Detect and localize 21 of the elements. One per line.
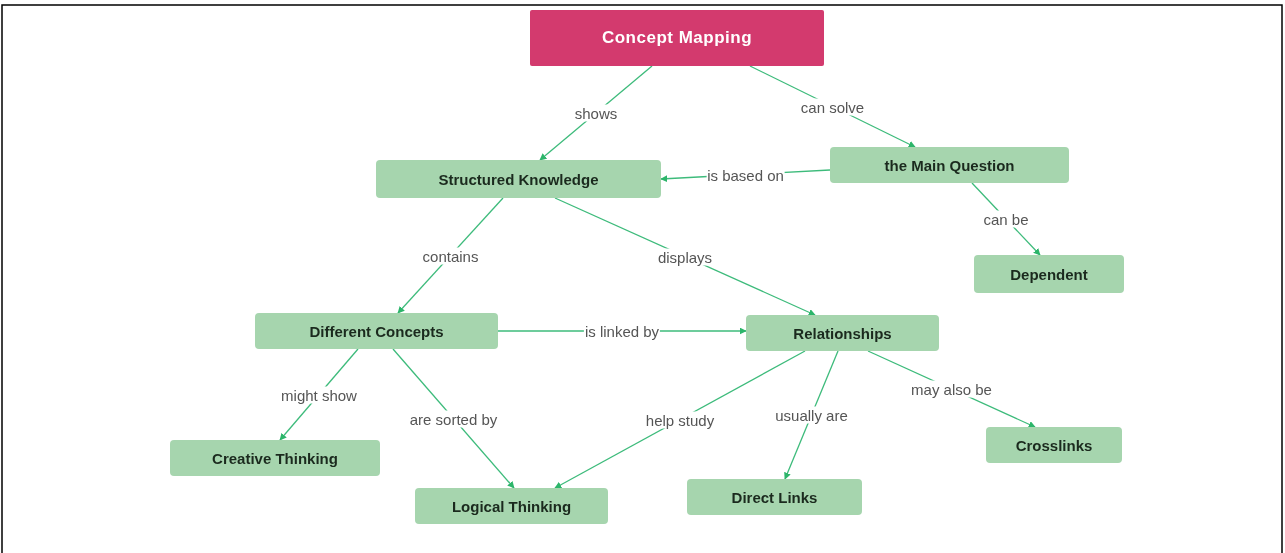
edge-label: shows (573, 104, 619, 122)
edge-label: contains (421, 247, 480, 264)
edge-label: can be (982, 210, 1030, 228)
edge-label: displays (656, 248, 714, 265)
edge-label: might show (280, 386, 358, 403)
edge-label: usually are (774, 406, 849, 424)
concept-box: the Main Question (830, 147, 1069, 183)
edge-label: help study (644, 411, 716, 428)
edge-label: are sorted by (408, 410, 499, 427)
arrow (392, 348, 515, 489)
concept-box: Logical Thinking (415, 488, 608, 524)
concept-box: Creative Thinking (170, 440, 380, 476)
edge-label: may also be (910, 380, 993, 398)
title-box: Concept Mapping (530, 10, 824, 66)
concept-box: Different Concepts (255, 313, 498, 349)
edge-label: can solve (799, 98, 866, 115)
concept-box: Crosslinks (986, 427, 1122, 463)
concept-box: Relationships (746, 315, 939, 351)
concept-box: Structured Knowledge (376, 160, 661, 198)
concept-box: Direct Links (687, 479, 862, 515)
concept-box: Dependent (974, 255, 1124, 293)
